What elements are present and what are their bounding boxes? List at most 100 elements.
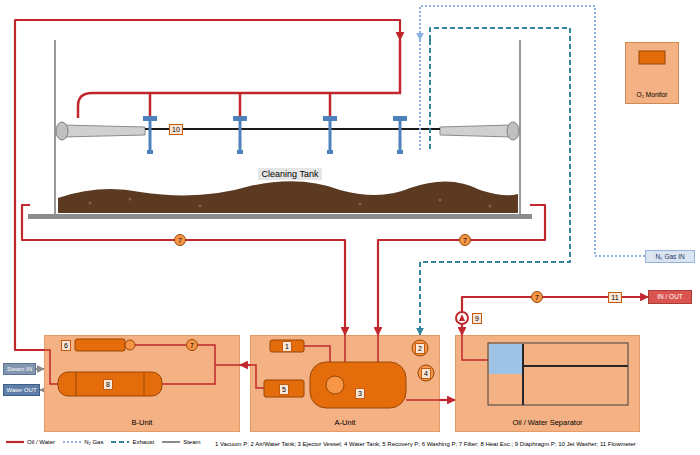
vacuum-pump-shape	[270, 340, 304, 352]
sludge-shape	[359, 203, 362, 206]
node-label: O₂ Monitor	[636, 91, 667, 98]
callout-number: 4	[421, 368, 431, 379]
pipe-connector	[240, 364, 250, 366]
pipe-connector	[378, 205, 545, 335]
pipe-connector	[22, 205, 345, 335]
sludge-shape	[89, 202, 92, 205]
legend-item: Steam	[162, 439, 200, 446]
callout-number: 1	[282, 341, 292, 352]
inout-box: IN / OUT	[648, 290, 692, 304]
jet-washer-shape	[397, 150, 403, 154]
node-label: B-Unit	[132, 419, 153, 428]
pipe-connector	[15, 20, 400, 350]
tank-structure-shape	[28, 214, 532, 219]
legend-line-sample	[111, 439, 129, 445]
callout-number: 8	[103, 379, 113, 390]
legend-item: N₂ Gas	[63, 439, 103, 446]
sludge-shape	[58, 181, 518, 213]
legend-text: Steam	[183, 439, 200, 446]
jet-washer-shape	[149, 121, 152, 150]
key-text: 1 Vacuum P; 2 Air/Water Tank; 3 Ejector …	[215, 441, 636, 447]
node-label: A-Unit	[335, 419, 356, 428]
callout-number: 7	[531, 291, 543, 303]
washer-feed-pipe-shape	[150, 93, 330, 116]
node-label: Oil / Water Separator	[512, 419, 582, 428]
separator-inner	[462, 335, 628, 405]
separator-inner-shape	[488, 343, 628, 405]
sludge-shape	[129, 198, 132, 201]
washer-rail-shape	[507, 122, 519, 140]
callout-number: 9	[472, 313, 482, 324]
washer-rail-shape	[56, 122, 68, 140]
tank-structure-shape	[519, 40, 521, 214]
sludge-shape	[439, 199, 442, 202]
washing-pump-shape	[125, 340, 135, 350]
separator-box: Oil / Water Separator	[455, 335, 640, 432]
jet-washer-shape	[329, 121, 332, 150]
legend: Oil / Water N₂ Gas Exhaust Steam	[6, 439, 209, 446]
callout-number: 3	[355, 388, 365, 399]
jet-washer-shape	[143, 116, 157, 121]
callout-number: 2	[415, 343, 425, 354]
callout-number: 7	[174, 234, 186, 246]
diaphragm-pump-shape	[459, 314, 465, 321]
node-label: IN / OUT	[657, 293, 683, 300]
jet-washer-shape	[237, 150, 243, 154]
diaphragm-pump-shape	[456, 312, 468, 324]
sludge	[58, 181, 518, 213]
separator-inner-shape	[523, 365, 628, 367]
water-tanks-shape	[412, 340, 428, 356]
washer-feed-pipe	[78, 40, 400, 118]
tank-structure	[28, 40, 532, 219]
callout-number: 7	[459, 234, 471, 246]
heat-exchanger	[58, 372, 162, 396]
legend-item: Exhaust	[111, 439, 154, 446]
jet-washer	[143, 116, 407, 154]
ejector-vessel-shape	[310, 362, 406, 408]
legend-text: N₂ Gas	[84, 439, 103, 446]
washing-pump-shape	[75, 339, 125, 351]
heat-exchanger-shape	[144, 372, 145, 396]
ejector-vessel-shape	[326, 376, 344, 394]
vacuum-pump	[270, 340, 304, 352]
pipe-connector	[420, 28, 570, 335]
washer-rail-shape	[62, 125, 145, 137]
o2-monitor-display-shape	[639, 51, 665, 64]
sludge-shape	[489, 205, 492, 208]
washing-pump	[75, 339, 135, 351]
tank-region: Cleaning Tank	[30, 40, 530, 216]
recovery-pump	[264, 380, 304, 397]
pipe-connector	[462, 297, 648, 335]
callout-number: 7	[186, 339, 198, 351]
gas-inlet-box: N₂ Gas IN	[645, 250, 695, 263]
ejector-vessel	[310, 362, 406, 408]
water-outlet-box: Water OUT	[3, 384, 40, 396]
washer-feed-pipe-shape	[78, 40, 400, 118]
legend-line	[162, 441, 180, 443]
legend-line-sample	[63, 439, 81, 445]
jet-washer-shape	[147, 150, 153, 154]
gas-lines-in-tank-shape	[429, 40, 431, 150]
separator-inner-shape	[462, 335, 488, 360]
heat-exchanger-shape	[58, 372, 162, 396]
water-tanks-shape	[418, 365, 434, 381]
sludge-shape	[199, 205, 202, 208]
callout-number: 6	[61, 340, 71, 351]
jet-washer-shape	[233, 116, 247, 121]
jet-washer-shape	[323, 116, 337, 121]
legend-text: Oil / Water	[27, 439, 55, 446]
legend-line	[111, 441, 129, 443]
washer-rail-shape	[440, 125, 512, 137]
heat-exchanger-shape	[76, 372, 77, 396]
gas-lines-in-tank-shape	[419, 40, 421, 150]
legend-line-sample	[162, 439, 180, 445]
o2-monitor-display	[639, 51, 665, 64]
legend-item: Oil / Water	[6, 439, 55, 446]
gas-lines-in-tank	[420, 40, 430, 150]
water-tanks	[412, 340, 434, 381]
callout-number: 5	[279, 384, 289, 395]
steam-inlet-box: Steam IN	[3, 363, 36, 375]
legend-text: Exhaust	[132, 439, 154, 446]
diaphragm-pump	[456, 312, 468, 324]
